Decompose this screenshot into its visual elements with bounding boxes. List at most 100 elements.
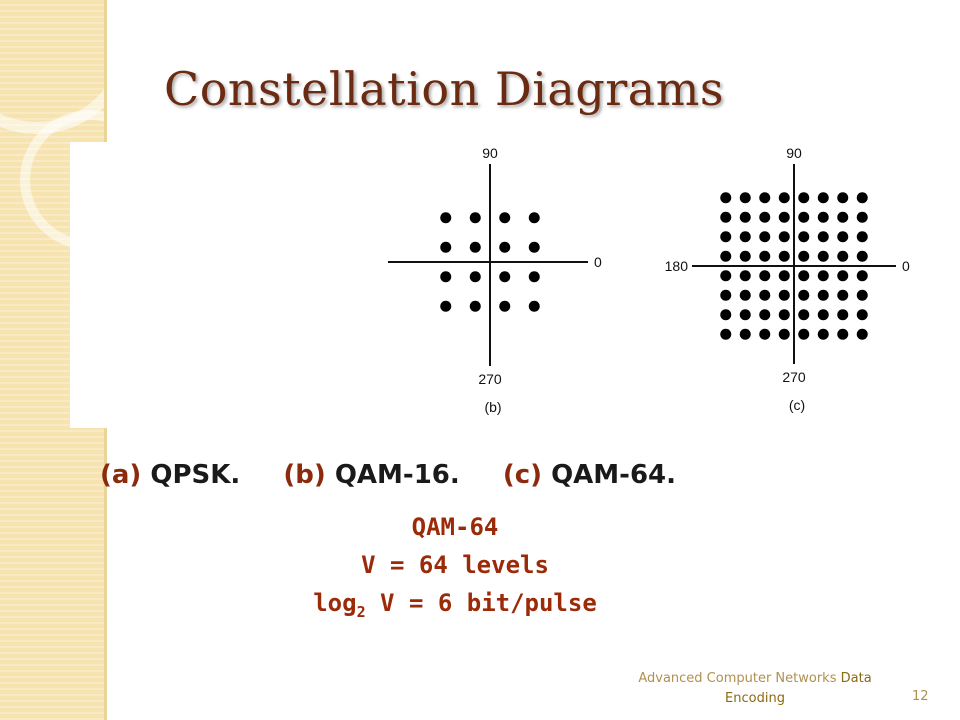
constellation-point bbox=[837, 289, 849, 301]
constellation-point bbox=[720, 250, 732, 262]
angle-label-90: 90 bbox=[482, 145, 498, 161]
angle-label-180: 180 bbox=[665, 258, 689, 274]
constellation-point bbox=[469, 212, 481, 224]
constellation-point bbox=[720, 211, 732, 223]
constellation-point bbox=[778, 231, 790, 243]
constellation-point bbox=[759, 211, 771, 223]
constellation-point bbox=[856, 270, 868, 282]
qam-info-bits: log2 V = 6 bit/pulse bbox=[313, 589, 597, 621]
constellation-point bbox=[798, 231, 810, 243]
constellation-point bbox=[778, 250, 790, 262]
qam64-info: QAM-64 V = 64 levels log2 V = 6 bit/puls… bbox=[250, 508, 660, 631]
constellation-point bbox=[528, 241, 540, 253]
constellation-point bbox=[817, 231, 829, 243]
figure-background bbox=[70, 142, 370, 428]
constellation-point bbox=[817, 309, 829, 321]
constellation-point bbox=[440, 241, 452, 253]
angle-label-0: 0 bbox=[902, 258, 910, 274]
constellation-point bbox=[856, 309, 868, 321]
constellation-point bbox=[528, 212, 540, 224]
constellation-point bbox=[798, 250, 810, 262]
constellation-point bbox=[440, 300, 452, 312]
constellation-point bbox=[856, 250, 868, 262]
constellation-point bbox=[759, 192, 771, 204]
constellation-point bbox=[739, 231, 751, 243]
constellation-point bbox=[440, 212, 452, 224]
constellation-point bbox=[798, 328, 810, 340]
constellation-point bbox=[720, 309, 732, 321]
constellation-point bbox=[720, 231, 732, 243]
angle-label-270: 270 bbox=[782, 369, 806, 385]
constellation-point bbox=[528, 271, 540, 283]
constellation-point bbox=[778, 289, 790, 301]
caption-qpsk: (a) QPSK. bbox=[100, 460, 241, 490]
constellation-point bbox=[469, 300, 481, 312]
constellation-point bbox=[778, 309, 790, 321]
constellation-point bbox=[759, 309, 771, 321]
constellation-point bbox=[798, 192, 810, 204]
constellation-point bbox=[739, 211, 751, 223]
constellation-point bbox=[739, 192, 751, 204]
constellation-point bbox=[817, 211, 829, 223]
constellation-point bbox=[759, 289, 771, 301]
angle-label-90: 90 bbox=[786, 145, 802, 161]
slide-footer: Advanced Computer Networks Data Encoding bbox=[610, 669, 900, 709]
constellation-point bbox=[499, 241, 511, 253]
constellation-point bbox=[739, 270, 751, 282]
constellation-point bbox=[837, 270, 849, 282]
constellation-point bbox=[739, 250, 751, 262]
constellation-point bbox=[837, 231, 849, 243]
constellation-point bbox=[499, 212, 511, 224]
constellation-point bbox=[837, 250, 849, 262]
constellation-point bbox=[778, 328, 790, 340]
angle-label-0: 0 bbox=[594, 254, 602, 270]
constellation-point bbox=[720, 328, 732, 340]
constellation-point bbox=[739, 328, 751, 340]
constellation-point bbox=[739, 289, 751, 301]
constellation-point bbox=[759, 250, 771, 262]
constellation-point bbox=[499, 271, 511, 283]
caption-qam16: (b) QAM-16. bbox=[283, 460, 460, 490]
constellation-point bbox=[856, 289, 868, 301]
constellation-point bbox=[759, 270, 771, 282]
angle-label-270: 270 bbox=[478, 371, 502, 387]
qam-info-levels: V = 64 levels bbox=[361, 551, 549, 579]
constellation-point bbox=[440, 271, 452, 283]
constellation-point bbox=[798, 270, 810, 282]
diagram-label: (c) bbox=[789, 397, 805, 413]
constellation-point bbox=[837, 192, 849, 204]
caption-qam64: (c) QAM-64. bbox=[502, 460, 677, 490]
modulation-captions: (a) QPSK. (b) QAM-16. (c) QAM-64. bbox=[100, 460, 800, 490]
constellation-point bbox=[528, 300, 540, 312]
diagram-label: (b) bbox=[484, 399, 501, 415]
constellation-point bbox=[759, 231, 771, 243]
page-number: 12 bbox=[912, 689, 929, 704]
constellation-point bbox=[837, 211, 849, 223]
slide-title: Constellation Diagrams bbox=[164, 62, 724, 116]
constellation-point bbox=[817, 250, 829, 262]
constellation-point bbox=[817, 192, 829, 204]
constellation-point bbox=[817, 289, 829, 301]
constellation-point bbox=[469, 241, 481, 253]
constellation-point bbox=[798, 289, 810, 301]
constellation-point bbox=[778, 192, 790, 204]
footer-course: Advanced Computer Networks bbox=[638, 671, 837, 686]
constellation-point bbox=[759, 328, 771, 340]
constellation-point bbox=[817, 270, 829, 282]
constellation-point bbox=[499, 300, 511, 312]
constellation-point bbox=[778, 211, 790, 223]
constellation-point bbox=[837, 328, 849, 340]
constellation-point bbox=[469, 271, 481, 283]
constellation-point bbox=[856, 328, 868, 340]
constellation-point bbox=[856, 211, 868, 223]
constellation-point bbox=[798, 211, 810, 223]
constellation-point bbox=[817, 328, 829, 340]
constellation-point bbox=[720, 192, 732, 204]
constellation-point bbox=[778, 270, 790, 282]
constellation-point bbox=[720, 270, 732, 282]
qam-info-name: QAM-64 bbox=[411, 513, 499, 541]
constellation-point bbox=[720, 289, 732, 301]
footer-topic-cont: Encoding bbox=[725, 691, 785, 706]
constellation-point bbox=[798, 309, 810, 321]
